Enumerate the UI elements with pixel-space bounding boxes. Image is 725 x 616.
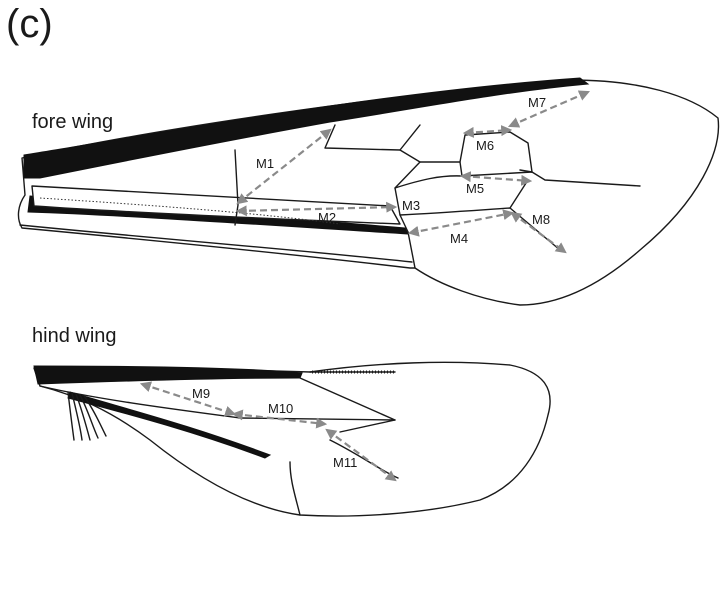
fore-wing-drawing xyxy=(18,78,718,305)
label-m10: M10 xyxy=(268,401,293,416)
label-m7: M7 xyxy=(528,95,546,110)
label-m9: M9 xyxy=(192,386,210,401)
label-m3: M3 xyxy=(402,198,420,213)
label-m11: M11 xyxy=(333,455,357,470)
label-m5: M5 xyxy=(466,181,484,196)
label-m8: M8 xyxy=(532,212,550,227)
label-m6: M6 xyxy=(476,138,494,153)
label-m4: M4 xyxy=(450,231,468,246)
hind-wing-outline xyxy=(34,362,550,516)
label-m2: M2 xyxy=(318,210,336,225)
hind-wing-drawing xyxy=(34,362,550,516)
label-m1: M1 xyxy=(256,156,274,171)
